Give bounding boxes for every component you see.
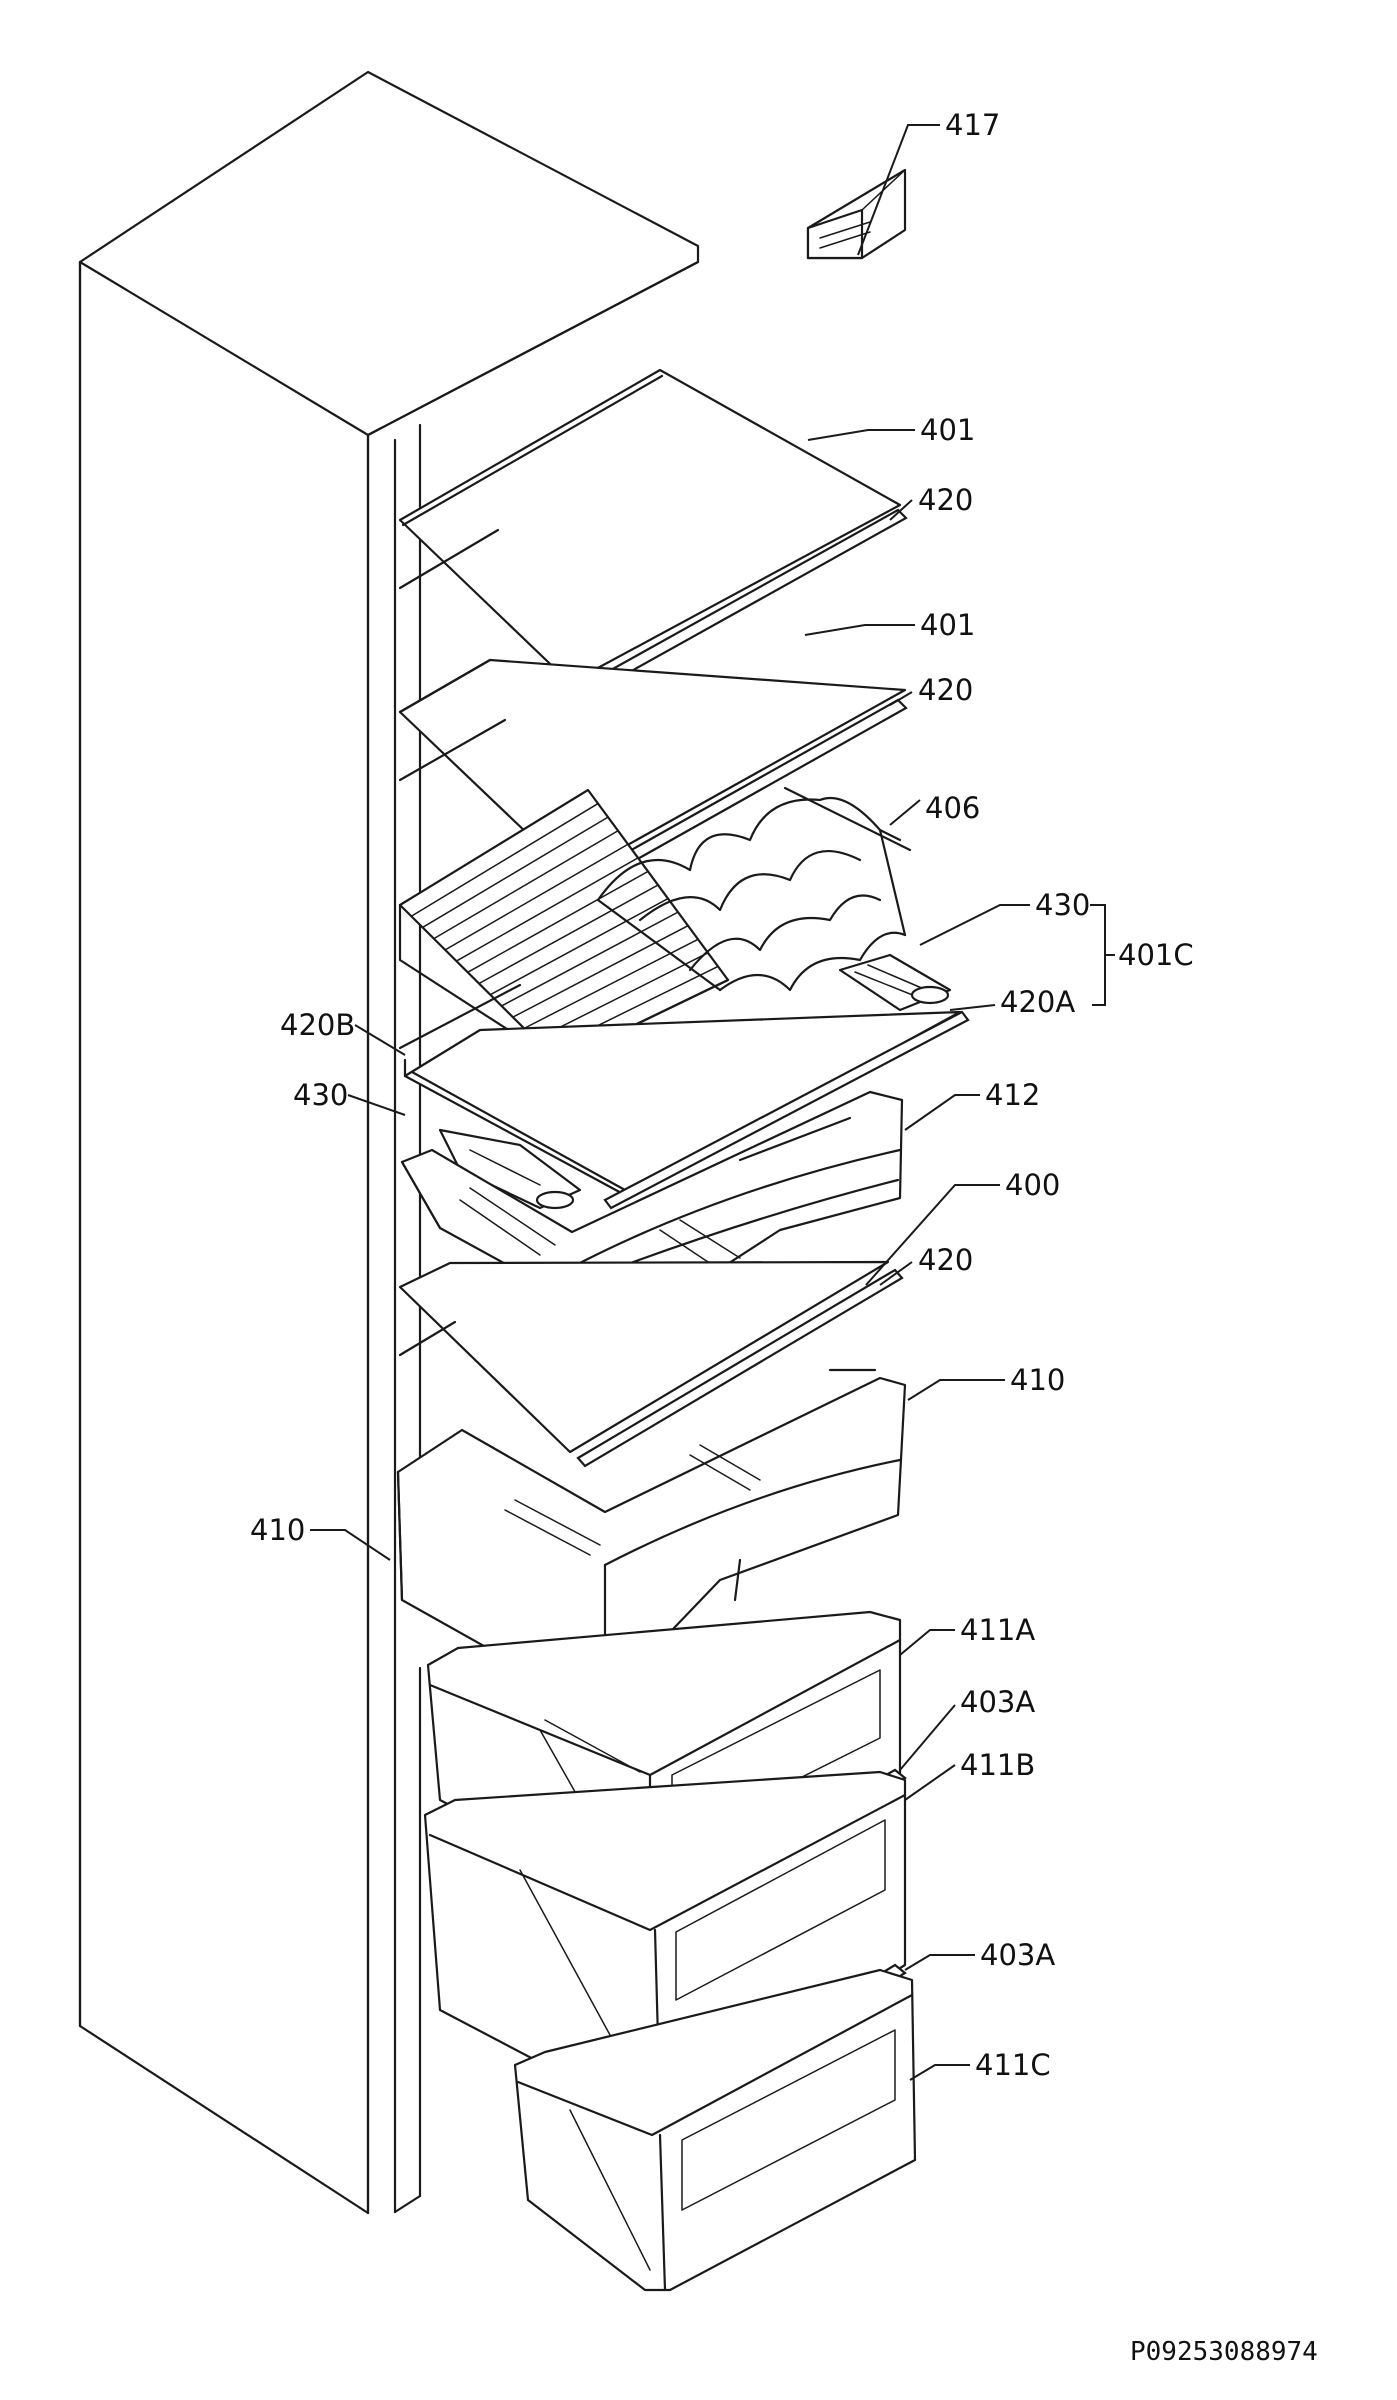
- part-420-trim-lower: [576, 1268, 904, 1468]
- wire-rod: [433, 829, 619, 940]
- wire-rod: [523, 938, 699, 1030]
- callout-411A: 411A: [960, 1613, 1035, 1647]
- wire-rod: [534, 952, 709, 1041]
- part-401-glass-shelf-top: [398, 368, 902, 685]
- callout-411C: 411C: [975, 2048, 1051, 2082]
- part-420A-trim: [603, 1010, 970, 1210]
- callout-401-second: 401: [920, 608, 975, 642]
- part-400-glass-shelf: [398, 1260, 890, 1454]
- callout-403A-upper: 403A: [960, 1685, 1035, 1719]
- wire-rod: [478, 884, 659, 985]
- part-430-clip-right: [838, 953, 952, 1012]
- part-wire-shelf: [398, 788, 730, 1064]
- callout-420-top: 420: [918, 483, 973, 517]
- cabinet-body: [78, 70, 700, 2215]
- callout-430-left: 430: [293, 1078, 348, 1112]
- callout-420-second: 420: [918, 673, 973, 707]
- callout-410-right: 410: [1010, 1363, 1065, 1397]
- callout-417: 417: [945, 108, 1000, 142]
- part-406-bottle-rack: [596, 786, 912, 992]
- callout-410-left: 410: [250, 1513, 305, 1547]
- callout-401-top: 401: [920, 413, 975, 447]
- wire-rod: [421, 816, 609, 929]
- callout-420B: 420B: [280, 1008, 355, 1042]
- document-code: P09253088974: [1130, 2337, 1318, 2367]
- callout-labels: 417 401 420 401 420 406 430 401C 420A 42…: [250, 108, 1194, 2082]
- callout-406: 406: [925, 791, 980, 825]
- wire-rod: [500, 911, 679, 1007]
- wire-rod: [489, 897, 669, 996]
- part-401-glass-shelf-second: [398, 658, 907, 878]
- callout-430-right: 430: [1035, 888, 1090, 922]
- wire-rod: [512, 924, 689, 1018]
- callout-420-lower: 420: [918, 1243, 973, 1277]
- callout-400: 400: [1005, 1168, 1060, 1202]
- callout-401C: 401C: [1118, 938, 1194, 972]
- part-411C-drawer: [513, 1968, 917, 2292]
- leader-lines: [310, 124, 1115, 2081]
- callout-403A-lower: 403A: [980, 1938, 1055, 1972]
- wire-rod: [466, 870, 649, 974]
- callout-411B: 411B: [960, 1748, 1035, 1782]
- part-417-bracket: [806, 168, 907, 260]
- wire-rod: [444, 843, 629, 951]
- callout-420A: 420A: [1000, 985, 1075, 1019]
- callout-412: 412: [985, 1078, 1040, 1112]
- wire-rod: [455, 857, 639, 962]
- wire-rod: [410, 802, 599, 917]
